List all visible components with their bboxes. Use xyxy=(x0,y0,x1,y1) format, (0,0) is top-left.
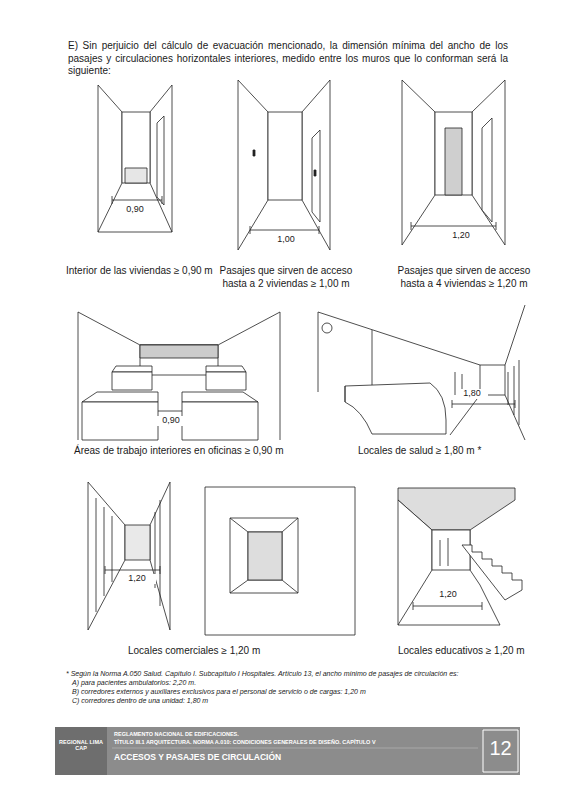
health-corridor-stroke xyxy=(508,360,519,425)
office-work-area-stroke xyxy=(78,312,280,440)
footnote: * Según la Norma A.050 Salud. Capítulo I… xyxy=(66,670,526,679)
corridor-dwelling-stroke xyxy=(150,85,172,232)
commercial-corridor-stroke xyxy=(230,518,298,593)
commercial-corridor xyxy=(88,482,355,635)
corridor-dwelling-stroke xyxy=(122,112,150,183)
footer-text: REGLAMENTO NACIONAL DE EDIFICACIONES. xyxy=(114,731,474,737)
corridor-dwelling xyxy=(98,85,172,232)
caption: Locales comerciales ≥ 1,20 m xyxy=(128,645,298,658)
office-work-area-stroke xyxy=(112,366,152,372)
school-corridor-stroke xyxy=(440,538,448,566)
corridor-two-dwellings-stroke xyxy=(238,80,268,250)
office-work-area-stroke xyxy=(206,366,246,372)
footer-band-stroke xyxy=(55,727,107,775)
office-work-area xyxy=(78,312,280,440)
health-corridor-stroke xyxy=(322,323,332,333)
office-work-area-stroke xyxy=(140,345,218,358)
footnote: A) para pacientes ambulatorios: 2,20 m. xyxy=(72,679,522,688)
corridor-two-dwellings-stroke xyxy=(250,226,319,234)
health-corridor-stroke xyxy=(345,386,346,402)
corridor-dwelling-stroke xyxy=(98,85,122,232)
corridor-four-dwellings-stroke xyxy=(472,80,505,245)
office-work-area-stroke xyxy=(78,312,280,345)
corridor-dwelling-stroke xyxy=(98,232,172,233)
school-corridor-stroke xyxy=(462,545,522,600)
health-corridor-stroke xyxy=(452,400,515,408)
footer-band-stroke xyxy=(483,730,518,772)
corridor-two-dwellings-stroke xyxy=(253,150,255,156)
commercial-corridor-stroke xyxy=(96,498,160,612)
caption: Pasajes que sirven de acceso hasta a 4 v… xyxy=(394,265,534,290)
health-corridor xyxy=(318,305,525,440)
school-corridor-stroke xyxy=(413,602,482,610)
office-work-area-stroke xyxy=(82,402,158,440)
corridor-four-dwellings-stroke xyxy=(435,112,472,195)
corridor-two-dwellings-stroke xyxy=(302,80,330,250)
footer-band xyxy=(55,727,520,775)
school-corridor xyxy=(398,488,522,625)
caption: Locales de salud ≥ 1,80 m * xyxy=(358,445,528,458)
dimension: 1,20 xyxy=(432,590,464,600)
office-work-area-stroke xyxy=(206,372,246,390)
office-work-area-stroke xyxy=(158,411,182,412)
commercial-corridor-stroke xyxy=(88,482,125,630)
office-work-area-stroke xyxy=(182,402,258,440)
footer-heading: ACCESOS Y PASAJES DE CIRCULACIÓN xyxy=(114,753,474,763)
commercial-corridor-stroke xyxy=(248,532,282,580)
corridor-four-dwellings-stroke xyxy=(482,118,492,222)
health-corridor-stroke xyxy=(318,305,525,395)
school-corridor-stroke xyxy=(398,625,500,626)
office-work-area-stroke xyxy=(182,392,258,402)
commercial-corridor-stroke xyxy=(230,518,298,593)
dimension: 1,80 xyxy=(456,389,488,399)
commercial-corridor-stroke xyxy=(205,487,355,635)
caption: Locales educativos ≥ 1,20 m xyxy=(398,645,548,658)
corridor-four-dwellings-stroke xyxy=(445,128,462,195)
corridor-two-dwellings-stroke xyxy=(312,130,320,222)
intro-paragraph: E) Sin perjuicio del cálculo de evacuaci… xyxy=(68,40,508,78)
corridor-dwelling-stroke xyxy=(125,168,147,183)
caption: Pasajes que sirven de acceso hasta a 2 v… xyxy=(216,265,356,290)
corridor-two-dwellings-stroke xyxy=(268,112,302,200)
footer-band-stroke xyxy=(112,748,478,749)
dimension: 1,00 xyxy=(270,235,302,245)
caption: Interior de las viviendas ≥ 0,90 m xyxy=(66,265,241,278)
dimension: 0,90 xyxy=(156,416,186,426)
corridor-four-dwellings xyxy=(402,80,505,245)
caption: Áreas de trabajo interiores en oficinas … xyxy=(74,445,304,458)
dimension: 1,20 xyxy=(118,574,156,584)
school-corridor-stroke xyxy=(432,530,470,570)
dimension: 0,90 xyxy=(121,205,149,215)
commercial-corridor-stroke xyxy=(105,566,160,574)
school-corridor-stroke xyxy=(480,585,500,625)
office-work-area-stroke xyxy=(82,392,158,402)
page-number: 12 xyxy=(483,737,518,760)
corridor-two-dwellings xyxy=(238,80,330,250)
office-work-area-stroke xyxy=(112,372,152,390)
corridor-four-dwellings-stroke xyxy=(402,80,435,245)
footnote: C) corredores dentro de una unidad: 1,80… xyxy=(72,697,522,706)
corridor-two-dwellings-stroke xyxy=(314,170,316,176)
health-corridor-stroke xyxy=(345,383,446,434)
logo-text: REGIONAL LIMA CAP xyxy=(58,739,104,752)
footer-text: TÍTULO III.1 ARQUITECTURA. NORMA A.010: … xyxy=(114,739,474,745)
corridor-dwelling-stroke xyxy=(157,116,164,205)
dimension: 1,20 xyxy=(445,231,477,241)
footer-band-stroke xyxy=(55,727,520,775)
commercial-corridor-stroke xyxy=(125,525,150,560)
corridor-dwelling-stroke xyxy=(112,196,162,204)
health-corridor-stroke xyxy=(318,312,372,392)
footnote: B) corredores externos y auxiliares excl… xyxy=(72,688,522,697)
corridor-four-dwellings-stroke xyxy=(411,222,496,230)
